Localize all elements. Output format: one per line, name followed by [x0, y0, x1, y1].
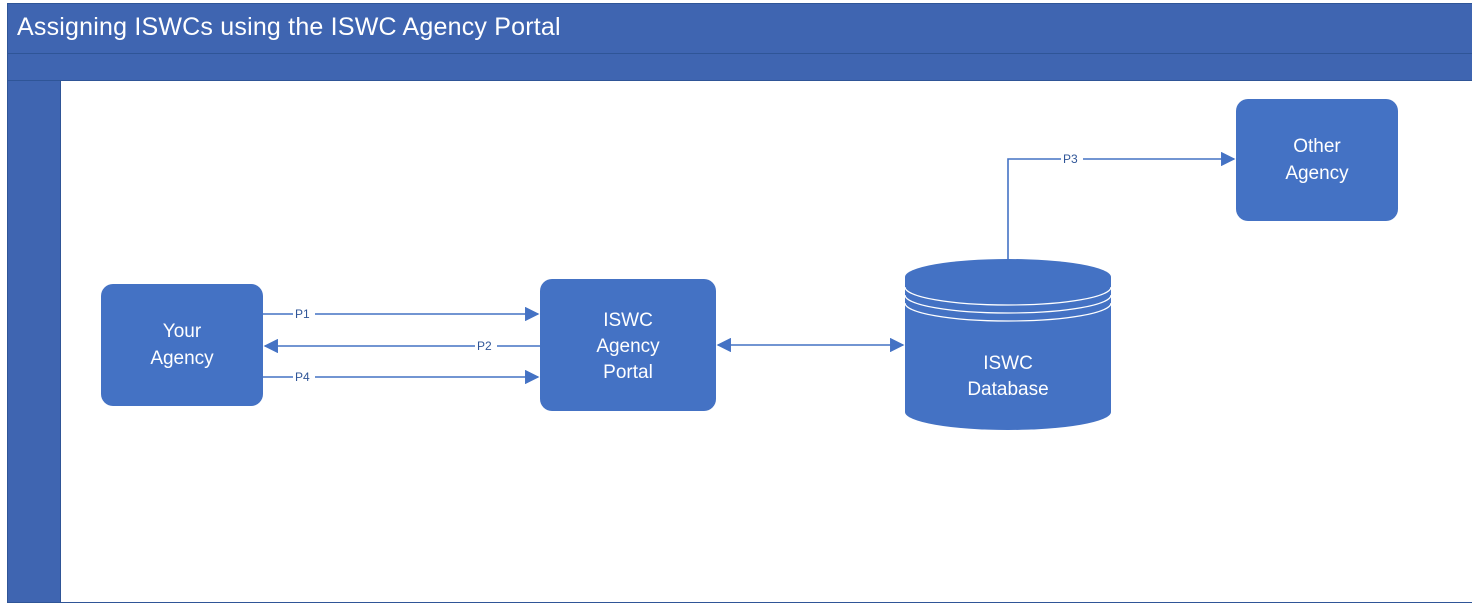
node-portal-line1: ISWC — [603, 310, 653, 331]
node-your-agency-line1: Your — [163, 321, 202, 342]
node-portal-line2: Agency — [596, 336, 660, 357]
node-other-agency-line1: Other — [1293, 136, 1341, 157]
edge-p1: P1 — [263, 306, 540, 322]
node-database-line1: ISWC — [983, 353, 1033, 374]
edge-p2-label: P2 — [477, 339, 492, 353]
node-other-agency-line2: Agency — [1285, 163, 1349, 184]
edge-p4: P4 — [263, 369, 540, 385]
database-ring-2 — [904, 294, 1112, 314]
edge-p3: P3 — [1007, 151, 1236, 259]
database-ring-1 — [904, 286, 1112, 306]
edge-p1-label: P1 — [295, 307, 310, 321]
node-iswc-agency-portal[interactable]: ISWC Agency Portal — [540, 279, 716, 411]
edge-p2: P2 — [263, 338, 540, 354]
node-other-agency[interactable]: Other Agency — [1236, 99, 1398, 221]
edge-p4-label: P4 — [295, 370, 310, 384]
edge-p3-label: P3 — [1063, 152, 1078, 166]
node-portal-line3: Portal — [603, 362, 653, 383]
lane-header — [8, 81, 61, 602]
diagram-title: Assigning ISWCs using the ISWC Agency Po… — [17, 13, 561, 41]
column-header-band — [8, 54, 1472, 81]
title-bar: Assigning ISWCs using the ISWC Agency Po… — [8, 4, 1472, 54]
node-your-agency[interactable]: Your Agency — [101, 284, 263, 406]
node-your-agency-line2: Agency — [150, 348, 214, 369]
database-ring-3 — [904, 302, 1112, 322]
node-database-line2: Database — [967, 379, 1048, 400]
node-iswc-database[interactable]: ISWC Database — [904, 259, 1112, 430]
